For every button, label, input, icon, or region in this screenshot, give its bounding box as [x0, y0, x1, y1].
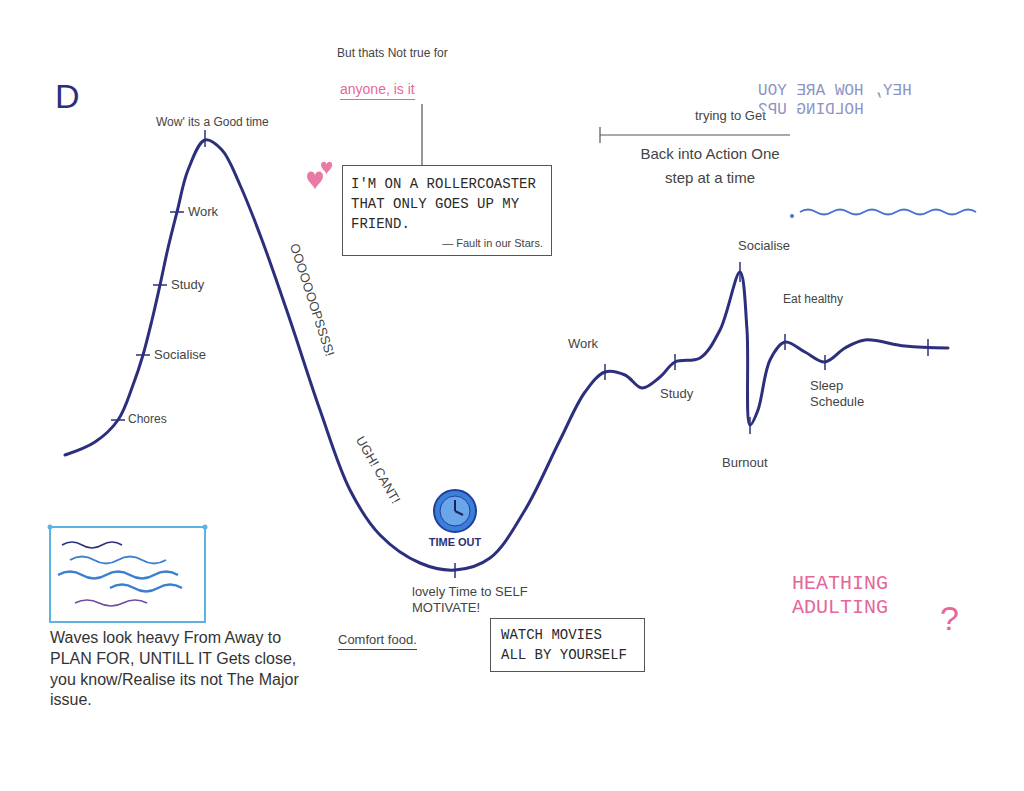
waves-caption: Waves look heavy From Away to PLAN FOR, …	[50, 628, 310, 711]
dip-label: lovely Time to SELF MOTIVATE!	[412, 584, 532, 615]
wavy-line	[800, 210, 976, 215]
panel-letter: D	[55, 76, 80, 117]
wave-line	[70, 557, 166, 564]
curve-label: Chores	[128, 412, 167, 426]
curve-label: Work	[188, 204, 218, 220]
box-attribution: — Fault in our Stars.	[351, 237, 543, 249]
wave-line	[58, 572, 178, 579]
question-mark: ?	[940, 598, 959, 639]
label-holder: TIME OUT	[429, 536, 482, 549]
curve-label: Socialise	[738, 238, 790, 254]
label-holder: Socialise	[738, 238, 790, 254]
watermark: HEY, HOW ARE YOU HOLDING UP?	[758, 82, 978, 120]
wave-line	[62, 542, 122, 548]
label-holder: Eat healthy	[783, 292, 843, 306]
note-box: WATCH MOVIES ALL BY YOURSELF	[490, 618, 645, 672]
label-holder: Work	[568, 336, 598, 352]
label-holder: Work	[188, 204, 218, 220]
curve-label: Socialise	[154, 347, 206, 363]
label-holder: Sleep Schedule	[810, 378, 890, 409]
leader-line	[421, 104, 422, 165]
peak-label: Wow' its a Good time	[156, 115, 269, 129]
note-text: Comfort food.	[338, 632, 417, 650]
curve-label: Work	[568, 336, 598, 352]
curve-label: Eat healthy	[783, 292, 843, 306]
dot	[48, 525, 53, 530]
curve-label: Sleep Schedule	[810, 378, 890, 409]
question-text: HEATHING ADULTING	[792, 572, 942, 620]
slope-text: UGH! CANT!	[352, 434, 403, 507]
clock-hand	[455, 511, 463, 515]
dot	[790, 214, 794, 218]
clock-face	[434, 490, 476, 532]
clock-hand	[454, 500, 456, 511]
tick-mark	[599, 127, 600, 143]
hearts	[307, 162, 332, 190]
note-text: But thats Not true for	[337, 46, 448, 60]
label-holder: Wow' its a Good time	[156, 115, 269, 129]
label-holder: Burnout	[722, 455, 768, 471]
label-holder: Study	[660, 386, 693, 402]
heart-symbol	[321, 162, 332, 175]
curve-label: Burnout	[722, 455, 768, 471]
clock-icon	[434, 490, 476, 532]
label-holder: Back into Action One step at a time	[630, 142, 790, 190]
curve-label: Study	[660, 386, 693, 402]
label-holder: But thats Not true for	[337, 46, 448, 60]
note-text: trying to Get	[695, 108, 766, 124]
label-holder: HEY, HOW ARE YOU HOLDING UP?	[758, 82, 978, 120]
waves-frame	[50, 527, 205, 622]
ticks	[111, 130, 928, 578]
clock-caption: TIME OUT	[429, 536, 482, 549]
wave-line	[110, 585, 182, 592]
heart-symbol	[307, 172, 323, 191]
label-holder: Chores	[128, 412, 167, 426]
label-holder: trying to Get	[695, 108, 766, 124]
quote-box: I'M ON A ROLLERCOASTER THAT ONLY GOES UP…	[342, 165, 552, 256]
label-holder: ?	[940, 598, 959, 639]
slope-text: OOOOOOOPSSSS!	[286, 242, 337, 359]
note-text: Back into Action One step at a time	[630, 142, 790, 190]
label-holder: D	[55, 76, 80, 117]
label-holder: OOOOOOOPSSSS!	[286, 242, 337, 359]
clock-dial	[440, 496, 470, 526]
box-text: I'M ON A ROLLERCOASTER THAT ONLY GOES UP…	[351, 174, 543, 234]
note-text: anyone, is it	[340, 81, 415, 100]
label-holder: Socialise	[154, 347, 206, 363]
label-holder: anyone, is it	[340, 80, 415, 100]
label-holder: HEATHING ADULTING	[792, 572, 942, 620]
mood-curve	[65, 140, 948, 570]
label-holder: Waves look heavy From Away to PLAN FOR, …	[50, 628, 310, 711]
wave-line	[75, 600, 147, 606]
underline-rule	[600, 134, 790, 135]
box-text: WATCH MOVIES ALL BY YOURSELF	[501, 625, 634, 665]
waves-picture	[48, 525, 208, 623]
label-holder: UGH! CANT!	[352, 434, 403, 507]
label-holder: Study	[171, 277, 204, 293]
dot	[203, 525, 208, 530]
label-holder: Comfort food.	[338, 630, 417, 650]
label-holder: lovely Time to SELF MOTIVATE!	[412, 584, 532, 615]
curve-label: Study	[171, 277, 204, 293]
